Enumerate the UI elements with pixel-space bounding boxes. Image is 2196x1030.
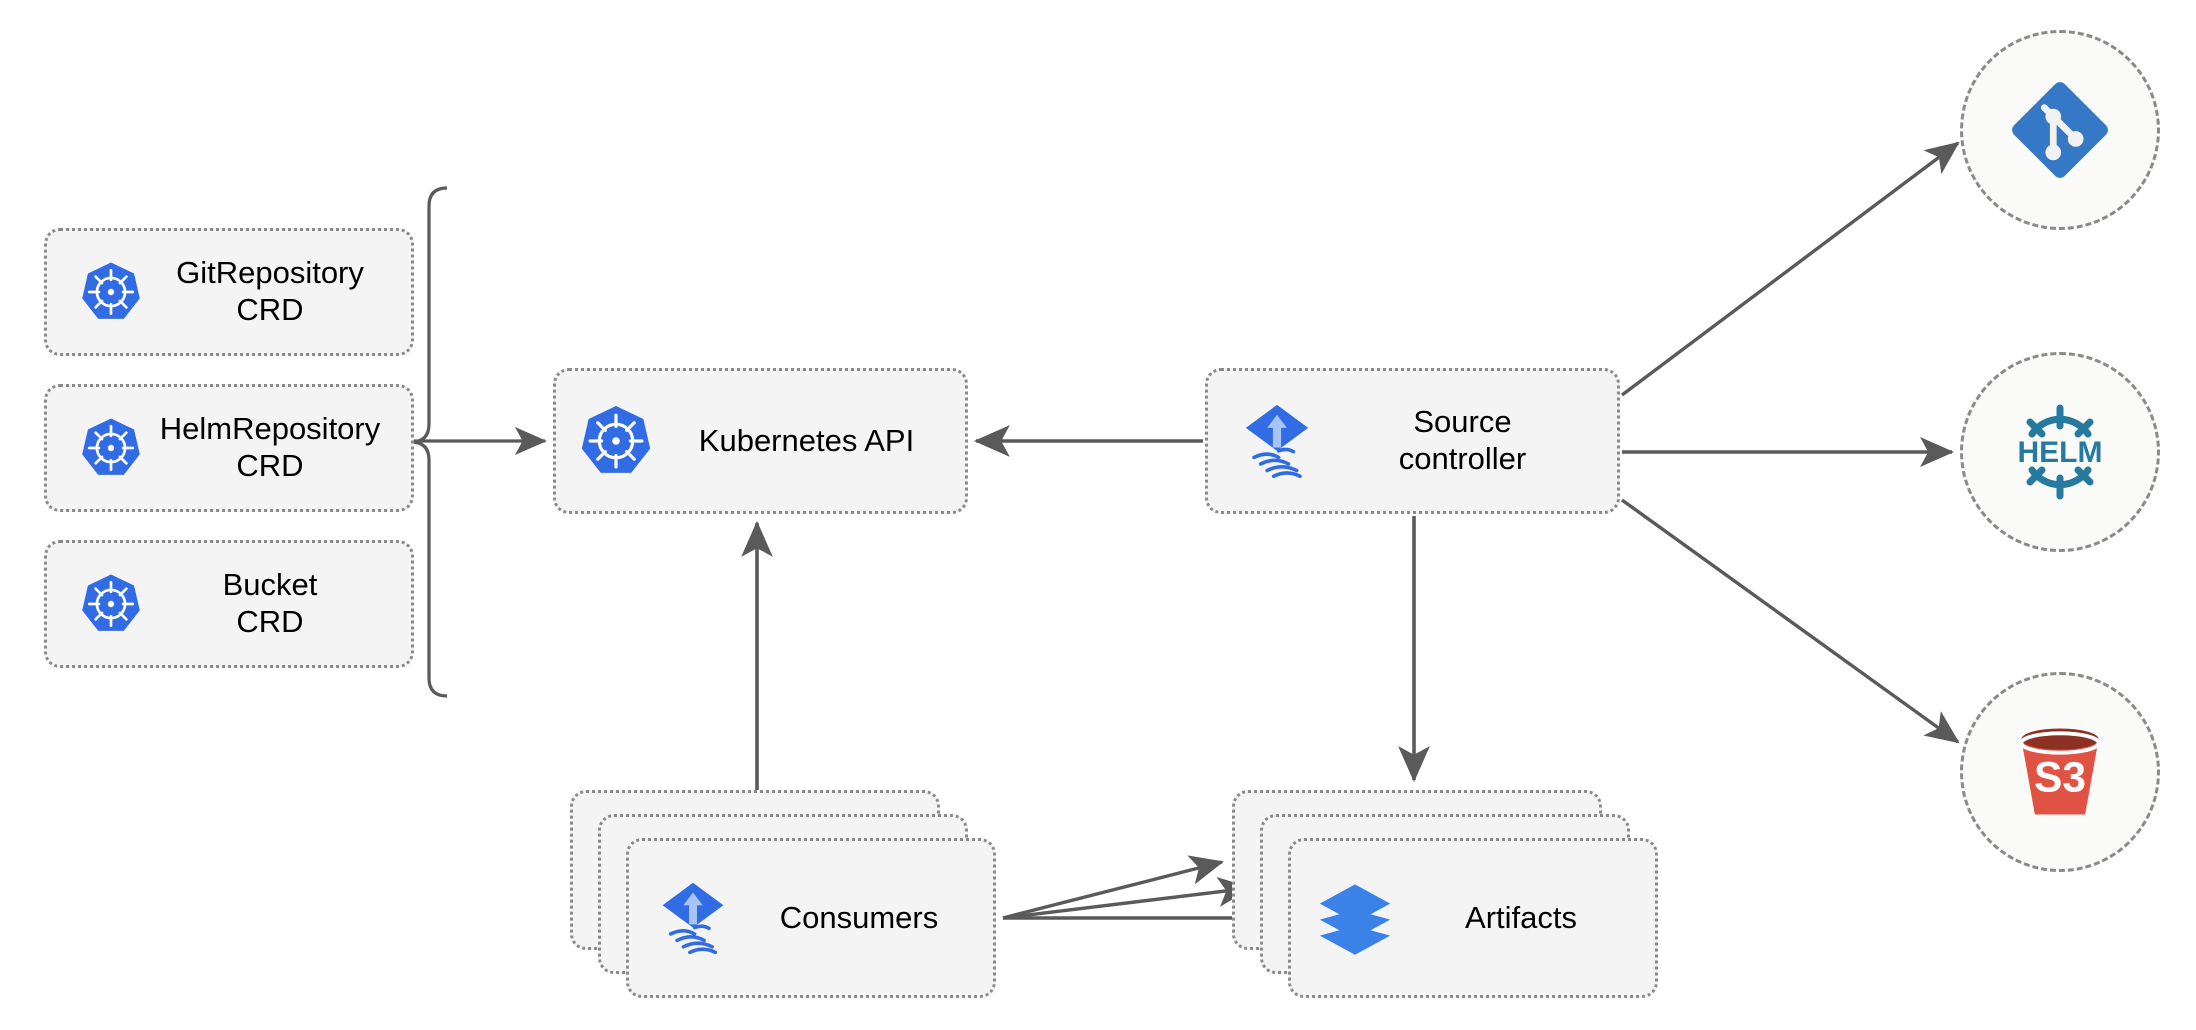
node-label: Kubernetes API	[698, 422, 915, 458]
git-icon	[2004, 74, 2116, 186]
kubernetes-icon	[79, 416, 143, 480]
edge-consumers-to-artifacts-2	[1002, 877, 1253, 920]
node-source-controller[interactable]: Source controller	[1205, 368, 1620, 514]
edge-consumers-to-artifacts-1	[1002, 855, 1224, 920]
s3-bucket-icon: S3	[2002, 714, 2118, 830]
artifacts-card-front[interactable]: Artifacts	[1288, 838, 1658, 998]
flux-icon	[1236, 400, 1318, 482]
node-bucket-crd[interactable]: Bucket CRD	[44, 540, 414, 668]
helm-wordmark: HELM	[2018, 436, 2103, 469]
source-bubble-s3[interactable]: S3	[1960, 672, 2160, 872]
edge-source-controller-to-s3	[1621, 498, 1960, 744]
flux-icon	[653, 878, 733, 958]
node-gitrepository-crd[interactable]: GitRepository CRD	[44, 228, 414, 356]
node-label: Consumers	[779, 900, 939, 935]
node-label: HelmRepository CRD	[159, 411, 381, 483]
kubernetes-icon	[79, 260, 143, 324]
node-consumers[interactable]: Consumers	[570, 790, 1030, 1010]
node-helmrepository-crd[interactable]: HelmRepository CRD	[44, 384, 414, 512]
kubernetes-icon	[578, 403, 654, 479]
edge-source-controller-to-git	[1620, 141, 1960, 397]
helm-icon: HELM	[2000, 392, 2120, 512]
node-label: GitRepository CRD	[176, 255, 364, 327]
node-kubernetes-api[interactable]: Kubernetes API	[553, 368, 968, 514]
layers-icon	[1315, 878, 1395, 958]
consumers-card-front[interactable]: Consumers	[626, 838, 996, 998]
node-label: Bucket CRD	[222, 567, 318, 639]
source-bubble-helm[interactable]: HELM	[1960, 352, 2160, 552]
node-label: Source controller	[1398, 404, 1527, 476]
s3-wordmark: S3	[2034, 753, 2086, 801]
kubernetes-icon	[79, 572, 143, 636]
node-artifacts[interactable]: Artifacts	[1232, 790, 1692, 1010]
node-label: Artifacts	[1465, 900, 1577, 935]
source-bubble-git[interactable]	[1960, 30, 2160, 230]
